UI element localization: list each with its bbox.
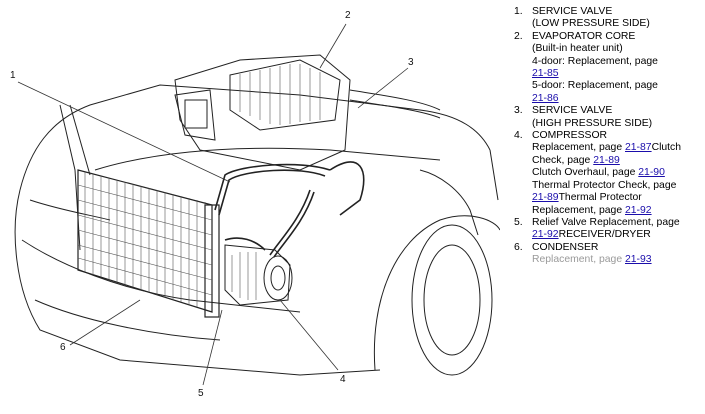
legend-line: Thermal Protector Check, page — [532, 180, 700, 192]
legend-text: EVAPORATOR CORE — [532, 30, 636, 42]
legend-line: (Built-in heater unit) — [532, 43, 700, 55]
compressor — [224, 244, 293, 306]
legend-item: 2. EVAPORATOR CORE(Built-in heater unit)4… — [514, 31, 700, 105]
legend-text: CONDENSER — [532, 241, 599, 253]
legend-text: Replacement, page — [532, 254, 625, 266]
callout-5: 5 — [198, 388, 204, 399]
legend-text: Clutch Overhaul, page — [532, 167, 639, 179]
legend-line: 21-92RECEIVER/DRYER — [532, 229, 700, 241]
refrigerant-lines — [214, 161, 365, 258]
page-link[interactable]: 21-90 — [638, 167, 665, 179]
legend-text: SERVICE VALVE — [532, 6, 613, 17]
legend-line: 4-door: Replacement, page — [532, 56, 700, 68]
legend-line: 21-85 — [532, 68, 700, 80]
legend-text: (LOW PRESSURE SIDE) — [532, 18, 650, 30]
legend-line: (LOW PRESSURE SIDE) — [532, 18, 700, 30]
legend-text: Relief Valve Replacement, page — [532, 216, 680, 228]
legend-line: 21-89Thermal Protector — [532, 192, 700, 204]
legend-line: Relief Valve Replacement, page — [532, 217, 700, 229]
legend-text: 4-door: Replacement, page — [532, 55, 658, 67]
legend-line: SERVICE VALVE — [532, 105, 700, 117]
callout-4: 4 — [340, 374, 346, 385]
legend-text: 5-door: Replacement, page — [532, 80, 658, 92]
legend-text: Replacement, page — [532, 142, 625, 154]
evaporator-core — [174, 54, 441, 171]
legend-item-number: 6. — [514, 241, 523, 253]
legend-item-number: 4. — [514, 130, 523, 142]
page-link[interactable]: 21-89 — [532, 192, 559, 204]
legend-text: (Built-in heater unit) — [532, 43, 623, 55]
legend-text: Check, page — [532, 154, 594, 166]
legend-item: 3. SERVICE VALVE(HIGH PRESSURE SIDE) — [514, 105, 700, 130]
legend-line: CONDENSER — [532, 242, 700, 254]
legend-text: Replacement, page — [532, 204, 625, 216]
legend-line: Replacement, page 21-92 — [532, 205, 700, 217]
callout-6: 6 — [60, 342, 66, 353]
callout-1: 1 — [10, 70, 16, 81]
legend-item: 1. SERVICE VALVE(LOW PRESSURE SIDE) — [514, 6, 700, 31]
legend-text: (HIGH PRESSURE SIDE) — [532, 117, 653, 129]
legend-line: EVAPORATOR CORE — [532, 31, 700, 43]
legend-line: SERVICE VALVE — [532, 6, 700, 18]
legend-text: COMPRESSOR — [532, 130, 608, 142]
page-link[interactable]: 21-92 — [625, 204, 652, 216]
legend-line: Replacement, page 21-87Clutch — [532, 142, 700, 154]
legend-line: Replacement, page 21-93 — [532, 254, 700, 266]
legend-line: 21-86 — [532, 93, 700, 105]
page-link[interactable]: 21-85 — [532, 68, 559, 80]
legend-line: Check, page 21-89 — [532, 155, 700, 167]
callout-2: 2 — [345, 10, 351, 21]
condenser — [77, 169, 220, 318]
legend-text: RECEIVER/DRYER — [558, 229, 651, 241]
legend-text: Thermal Protector Check, page — [532, 179, 677, 191]
legend-text: Thermal Protector — [558, 192, 642, 204]
callout-3: 3 — [408, 57, 414, 68]
legend-item-number: 2. — [514, 30, 523, 42]
legend-line: (HIGH PRESSURE SIDE) — [532, 118, 700, 130]
page-link[interactable]: 21-92 — [532, 229, 559, 241]
leader-lines — [17, 23, 409, 386]
legend-text: Clutch — [651, 142, 682, 154]
legend-line: Clutch Overhaul, page 21-90 — [532, 167, 700, 179]
legend-text: SERVICE VALVE — [532, 105, 613, 117]
page-link[interactable]: 21-87 — [625, 142, 652, 154]
ac-system-diagram — [14, 23, 500, 386]
page-link[interactable]: 21-86 — [532, 92, 559, 104]
parts-legend: 1.SERVICE VALVE(LOW PRESSURE SIDE)2.EVAP… — [514, 6, 700, 267]
page-link[interactable]: 21-89 — [593, 154, 620, 166]
car-body-outline — [14, 84, 500, 376]
legend-item-number: 5. — [514, 216, 523, 228]
legend-line: COMPRESSOR — [532, 130, 700, 142]
legend-line: 5-door: Replacement, page — [532, 80, 700, 92]
legend-item-number: 3. — [514, 105, 523, 117]
legend-item-number: 1. — [514, 6, 523, 17]
page-link[interactable]: 21-93 — [625, 254, 652, 266]
